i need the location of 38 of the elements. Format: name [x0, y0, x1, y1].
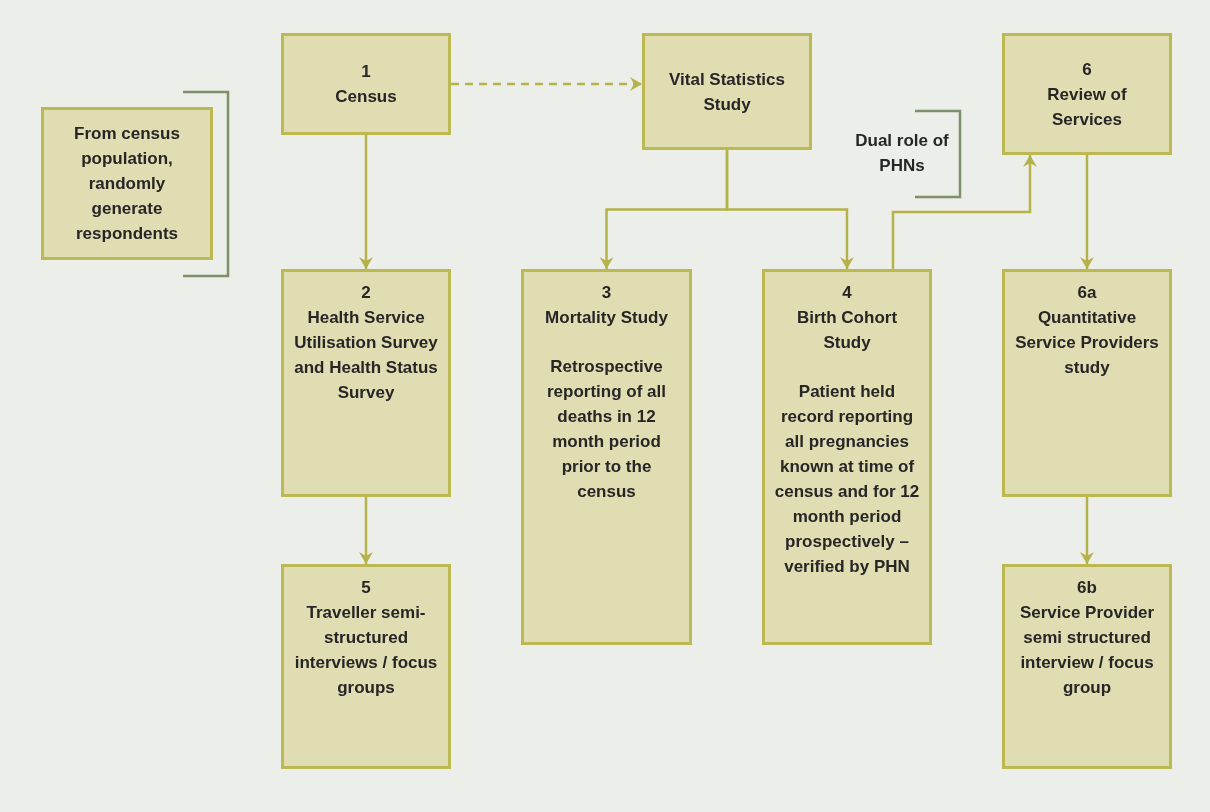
box-text: Review of Services	[1046, 83, 1128, 131]
box-text: Quantitative Service Providers study	[1014, 307, 1160, 379]
box-text: 6	[1082, 58, 1092, 81]
box-text: Health Service Utilisation Survey and Health Status Survey	[293, 307, 439, 404]
box-text: 4	[842, 282, 852, 304]
box-text: Traveller semi-structured interviews / focus groups	[293, 602, 439, 699]
box-text: Mortality Study	[545, 307, 668, 329]
arrow	[1080, 497, 1094, 564]
process-box	[281, 33, 451, 135]
process-box	[41, 107, 213, 260]
box-text: Census	[335, 86, 397, 108]
process-box	[1002, 564, 1172, 769]
box-text: From census population, randomly generate respondents	[73, 123, 181, 245]
arrow	[1080, 155, 1094, 269]
process-box	[281, 564, 451, 769]
arrow	[725, 150, 854, 269]
box-text: Birth Cohort Study	[795, 307, 899, 354]
arrow	[451, 77, 642, 91]
arrow	[359, 497, 373, 564]
process-box	[1002, 269, 1172, 497]
process-box	[281, 269, 451, 497]
box-text: 6a	[1077, 282, 1097, 304]
box-text: Service Provider semi structured interview / focus group	[1018, 602, 1156, 699]
process-box	[1002, 33, 1172, 155]
arrow	[359, 135, 373, 269]
box-text: 1	[361, 61, 371, 83]
box-text: Patient held record reporting all pregnancies known at time of census and for 12 month period prospectively – verified by PHN	[773, 381, 921, 578]
process-box	[521, 269, 692, 645]
box-text: Vital Statistics Study	[668, 68, 786, 116]
box-text: 3	[601, 282, 612, 304]
box-text: 2	[361, 282, 371, 304]
note-text: Dual role of PHNs	[854, 130, 950, 177]
process-box	[762, 269, 932, 645]
process-box	[642, 33, 812, 150]
arrow	[891, 155, 1037, 269]
box-text: 5	[361, 577, 371, 599]
box-text: Retrospective reporting of all deaths in 12 month period prior to the census	[546, 356, 667, 503]
box-text: 6b	[1077, 577, 1097, 599]
